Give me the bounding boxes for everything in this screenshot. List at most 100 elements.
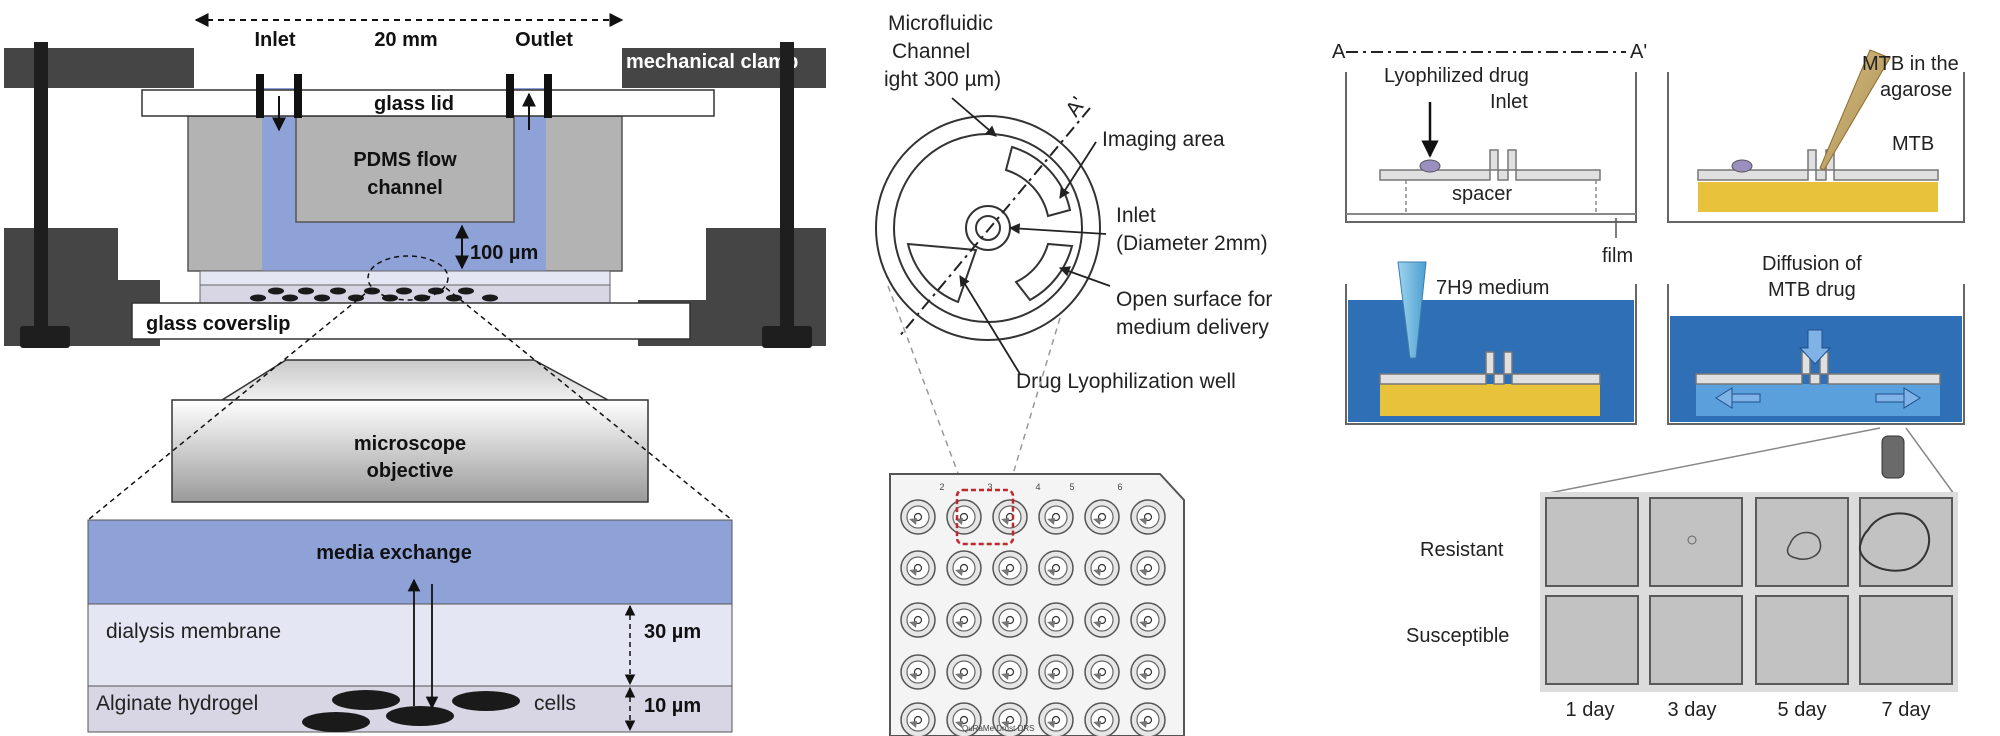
clamp-screw-left (34, 42, 48, 334)
medium-label: 7H9 medium (1436, 277, 1549, 299)
imaging-area-pointer (1059, 141, 1097, 199)
image-grid (1545, 497, 1953, 685)
row-label-susceptible: Susceptible (1406, 625, 1509, 647)
plate-well (992, 654, 1028, 690)
device-structure (1379, 149, 1601, 181)
microscopy-image-tile (1859, 595, 1953, 685)
outlet-tube-wall-left (506, 74, 514, 118)
diffusion-label-line2: MTB drug (1768, 279, 1856, 301)
outlet-label: Outlet (515, 29, 573, 51)
plate-well (992, 499, 1028, 535)
media-channel (262, 88, 546, 271)
mtb-agarose-label-line1: MTB in the (1862, 53, 1959, 75)
plate-well (1038, 550, 1074, 586)
plate-wells (900, 499, 1166, 736)
device-structure (1379, 351, 1601, 385)
dialysis-membrane-label: dialysis membrane (106, 620, 281, 643)
middle-panel: Microfluidic Channel ight 300 µm) A' Ima… (875, 12, 1272, 736)
plate-well (900, 602, 936, 638)
cell (446, 294, 462, 302)
plate-well (1130, 550, 1166, 586)
pdms-inner-block (295, 115, 515, 223)
plate-column-numbers: 2 3 4 5 6 (939, 482, 1122, 492)
clamp-screw-left-nut (20, 326, 70, 348)
device-frame (1345, 284, 1637, 425)
media-exchange-label: media exchange (316, 542, 472, 564)
spacer-label: spacer (1452, 183, 1512, 205)
plate-column-number: 6 (1117, 482, 1122, 492)
mtb-agarose-layer (1380, 384, 1600, 416)
inlet-tube-wall-left (256, 74, 264, 118)
cell (330, 287, 346, 295)
plate-column-number: 4 (1035, 482, 1040, 492)
medium-pipette-tip (1397, 261, 1427, 359)
inlet-pointer (1008, 223, 1107, 235)
plate-well (1038, 654, 1074, 690)
clamp-label: mechanical clamp (626, 51, 798, 73)
plate-zoom-line-right (1009, 317, 1061, 485)
open-surface-label-line2: medium delivery (1116, 316, 1269, 339)
glass-lid-label: glass lid (374, 93, 454, 115)
zoom-region-circle (367, 255, 449, 301)
cell (452, 691, 520, 711)
plate-well (992, 550, 1028, 586)
day-label: 5 day (1778, 699, 1827, 721)
channel-label-line1: Microfluidic (888, 12, 993, 35)
cell (364, 287, 380, 295)
plate-column-number: 3 (987, 482, 992, 492)
plate-text: QuRaMe Drust DRS (962, 724, 1034, 733)
mtb-agarose-layer (1698, 182, 1938, 212)
plate-well (1084, 602, 1120, 638)
plate-well (1130, 702, 1166, 736)
cell (482, 294, 498, 302)
imaging-area-channel (1004, 145, 1072, 218)
plate-zoom-line-left (887, 285, 963, 485)
plate-well (946, 602, 982, 638)
zoom-projection-left (87, 287, 373, 521)
microscopy-image-tile (1859, 497, 1953, 587)
diffusion-arrow-left (1715, 387, 1761, 409)
device-box-medium: 7H9 medium (1345, 261, 1637, 425)
diffusion-arrow-down (1798, 329, 1832, 365)
diffusion-label-line1: Diffusion of (1762, 253, 1862, 275)
cell (332, 690, 400, 710)
inlet-label: Inlet (254, 29, 295, 51)
gap-label: 100 µm (470, 242, 538, 264)
inlet-tube-wall-right (294, 74, 302, 118)
cell (314, 294, 330, 302)
outlet-tube-wall-right (544, 74, 552, 118)
mtb-agarose-label-line2: agarose (1880, 79, 1952, 101)
inlet-label-line2: (Diameter 2mm) (1116, 232, 1268, 255)
plate-well (1084, 499, 1120, 535)
plate-well (900, 654, 936, 690)
plate-well (1084, 654, 1120, 690)
lyophilized-drug-pellet (1731, 159, 1753, 173)
cell-colonies (1687, 512, 1931, 572)
plate-well (1038, 602, 1074, 638)
objective-label-line1: microscope (354, 433, 466, 455)
device-frame (1345, 72, 1637, 223)
cell (298, 287, 314, 295)
drug-well-pointer (959, 275, 1021, 375)
plate-well (946, 702, 982, 736)
cell (428, 287, 444, 295)
cell (250, 294, 266, 302)
selected-well-highlight (955, 488, 1015, 546)
well-outer-circle (875, 115, 1101, 341)
plate-column-number: 2 (939, 482, 944, 492)
glass-lid (141, 89, 715, 117)
plate-well (946, 499, 982, 535)
clamp-screw-right (780, 42, 794, 334)
membrane-layer (199, 270, 611, 286)
day-labels: 1 day 3 day 5 day 7 day (1566, 699, 1931, 721)
cells-label: cells (534, 692, 576, 715)
plate-well (900, 702, 936, 736)
colony-5day (1786, 531, 1822, 560)
pdms-label-line2: channel (367, 177, 443, 199)
drug-well-channel (906, 242, 978, 304)
plate-well (1084, 702, 1120, 736)
microscopy-image-tile (1755, 497, 1849, 587)
cell (386, 706, 454, 726)
device-box-empty: Lyophilized drug Inlet spacer film (1345, 65, 1637, 267)
plate-well (1038, 702, 1074, 736)
